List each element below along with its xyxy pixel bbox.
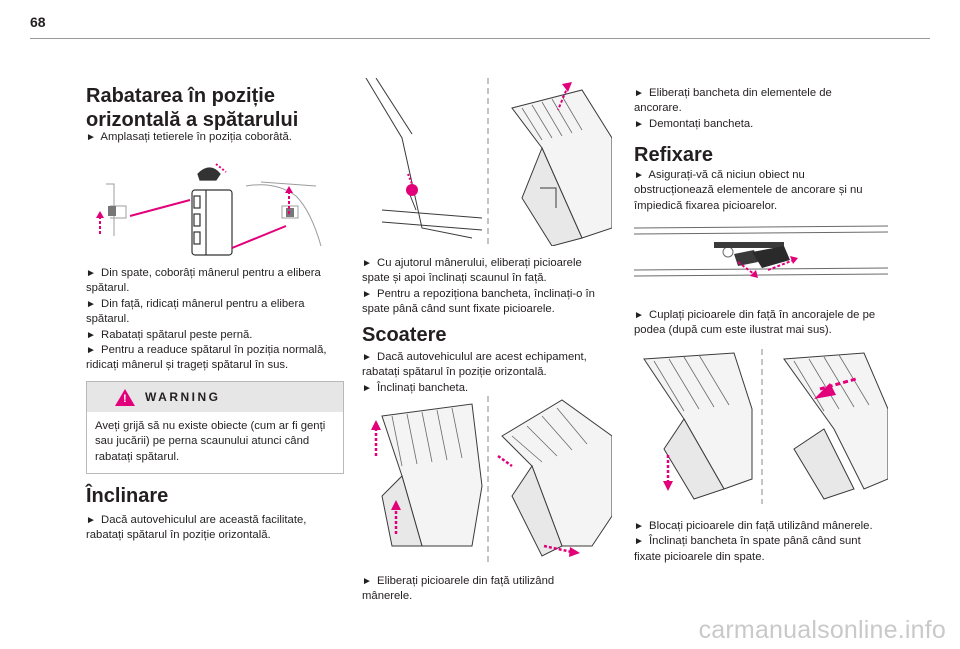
paragraph: ► Cu ajutorul mânerului, eliberați picio… bbox=[362, 257, 595, 316]
paragraph: ► Cuplați picioarele din față în ancoraj… bbox=[634, 309, 876, 337]
paragraph: ► Dacă autovehiculul are această facilit… bbox=[86, 514, 307, 542]
paragraph: ► Din spate, coborâți mânerul pentru a e… bbox=[86, 267, 327, 372]
illustration-remove-seat bbox=[371, 396, 612, 564]
illustration-tilt-seat bbox=[365, 78, 612, 246]
warning-header: ! WARNING bbox=[87, 382, 343, 412]
heading-scoatere: Scoatere bbox=[362, 324, 447, 346]
paragraph: ► Eliberați picioarele din față utilizân… bbox=[362, 575, 555, 603]
illustration-floor-anchor bbox=[634, 225, 888, 278]
paragraph: ► Amplasați tetierele în poziția coborât… bbox=[86, 131, 292, 143]
header-rule bbox=[30, 38, 930, 39]
watermark: carmanualsonline.info bbox=[698, 616, 946, 644]
illustration-refit-seat bbox=[643, 349, 888, 504]
paragraph: ► Dacă autovehiculul are acest echipamen… bbox=[362, 351, 587, 394]
paragraph: ► Blocați picioarele din față utilizând … bbox=[634, 520, 873, 563]
illustration-seat-handles bbox=[96, 163, 322, 256]
heading-refixare: Refixare bbox=[634, 144, 713, 166]
page-number: 68 bbox=[30, 14, 46, 30]
heading-inclinare: Înclinare bbox=[86, 485, 169, 507]
warning-box: ! WARNING Aveți grijă să nu existe obiec… bbox=[86, 381, 344, 475]
warning-text: Aveți grijă să nu existe obiecte (cum ar… bbox=[95, 420, 326, 463]
warning-icon: ! bbox=[115, 388, 135, 406]
warning-label: WARNING bbox=[145, 390, 221, 404]
